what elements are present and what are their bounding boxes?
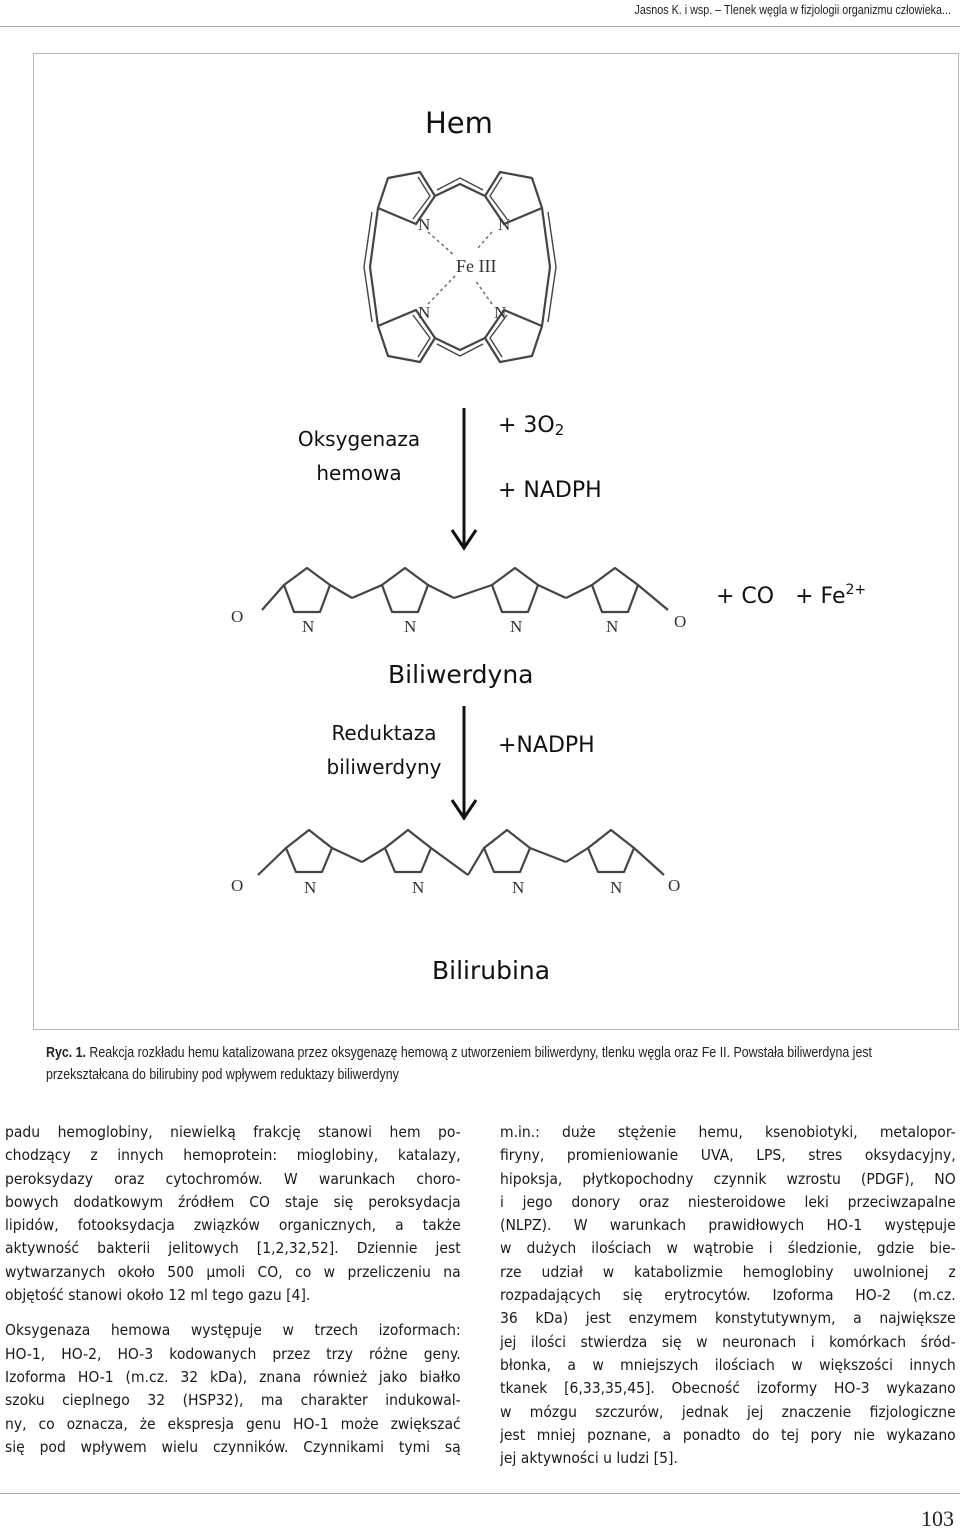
body-line: chodzący z innych hemoprotein: mioglobin… — [5, 1146, 461, 1165]
heme-structure — [363, 170, 557, 364]
paragraph-gap — [5, 1307, 461, 1319]
body-line: Oksygenaza hemowa występuje w trzech izo… — [5, 1321, 461, 1340]
figure-title-hem: Hem — [425, 106, 493, 140]
running-header: Jasnos K. i wsp. – Tlenek węgla w fizjol… — [634, 3, 951, 17]
biliverdin-n-label: N — [302, 617, 314, 636]
heme-n-label: N — [418, 215, 430, 234]
header-rule — [0, 26, 960, 27]
bilirubin-n-label: N — [412, 878, 424, 897]
body-line: bowych dodatkowym źródłem CO staje się p… — [5, 1192, 461, 1211]
body-line: rze udział w katabolizmie hemoglobiny uw… — [500, 1262, 956, 1281]
product-biliverdin-label: Biliwerdyna — [388, 660, 534, 689]
heme-n-label: N — [418, 303, 430, 322]
body-line: firyny, promieniowanie UVA, LPS, stres o… — [500, 1146, 956, 1165]
caption-line-2: przekształcana do bilirubiny pod wpływem… — [46, 1067, 399, 1083]
heme-atom-labels: N N N N Fe III — [418, 215, 510, 322]
body-line: Izoforma HO-1 (m.cz. 32 kDa), znana równ… — [5, 1367, 461, 1386]
arrow-2 — [450, 706, 478, 821]
footer-rule — [0, 1493, 960, 1494]
body-column-left: padu hemoglobiny, niewielką frakcję stan… — [5, 1121, 461, 1459]
biliverdin-n-label: N — [606, 617, 618, 636]
body-line: m.in.: duże stężenie hemu, ksenobiotyki,… — [500, 1123, 956, 1141]
body-line: padu hemoglobiny, niewielką frakcję stan… — [5, 1123, 461, 1141]
bilirubin-structure — [257, 828, 665, 876]
bilirubin-o-label: O — [668, 876, 680, 895]
heme-n-label: N — [494, 303, 506, 322]
body-line: peroksydazy oraz cytochromów. W warunkac… — [5, 1169, 461, 1188]
reagent-nadph-label: + NADPH — [498, 478, 602, 503]
heme-fe-label: Fe III — [456, 256, 496, 276]
page-number: 103 — [921, 1506, 954, 1531]
enzyme-biliverdin-reductase-label: Reduktaza biliwerdyny — [326, 721, 442, 779]
body-line: objętość stanowi około 12 ml tego gazu [… — [5, 1286, 311, 1305]
figure-frame — [33, 53, 959, 1030]
arrow-1 — [450, 408, 478, 551]
body-line: HO-1, HO-2, HO-3 kodowanych przez trzy r… — [5, 1344, 461, 1363]
body-line: hipoksja, płytkopochodny czynnik wzrostu… — [500, 1169, 956, 1188]
bilirubin-atom-labels: O N N N N O — [231, 876, 680, 897]
body-line: jest mniej poznane, a ponadto do tej por… — [500, 1425, 956, 1444]
caption-label: Ryc. 1. — [46, 1045, 86, 1061]
body-line: (NLPZ). W warunkach prawidłowych HO-1 wy… — [500, 1216, 956, 1235]
body-line: aktywność bakterii jelitowych [1,2,32,52… — [5, 1239, 461, 1258]
body-line: tkanek [6,33,35,45]. Obecność izoformy H… — [500, 1379, 956, 1398]
body-line: 36 kDa) jest enzymem konstytutywnym, a n… — [500, 1309, 956, 1328]
body-line: rozpadających się erytrocytów. Izoforma … — [500, 1286, 956, 1305]
byproducts-co-fe-label: + CO + Fe2+ — [716, 582, 867, 609]
bilirubin-n-label: N — [304, 878, 316, 897]
enzyme-heme-oxygenase-label: Oksygenaza hemowa — [297, 427, 421, 485]
body-line: w mózgu szczurów, jednak jej znaczenie f… — [500, 1402, 956, 1421]
body-line: się pod wpływem wielu czynników. Czynnik… — [5, 1437, 461, 1456]
biliverdin-atom-labels: O N N N N O — [231, 607, 686, 636]
biliverdin-n-label: N — [404, 617, 416, 636]
biliverdin-structure — [261, 566, 669, 614]
body-line: jej ilości stwierdza się w neuronach i k… — [500, 1332, 956, 1351]
body-line: lipidów, fotooksydacja związków organicz… — [5, 1216, 461, 1235]
figure-caption: Ryc. 1. Reakcja rozkładu hemu katalizowa… — [46, 1042, 910, 1086]
body-line: błonka, a w mniejszych ilościach w więks… — [500, 1355, 956, 1374]
biliverdin-o-label: O — [231, 607, 243, 626]
biliverdin-o-label: O — [674, 612, 686, 631]
product-bilirubin-label: Bilirubina — [432, 956, 551, 985]
body-line: i jego donory oraz niesteroidowe leki pr… — [500, 1192, 956, 1211]
body-line: szoku cieplnego 32 (HSP32), ma charakter… — [5, 1391, 461, 1410]
bilirubin-n-label: N — [512, 878, 524, 897]
body-column-right: m.in.: duże stężenie hemu, ksenobiotyki,… — [500, 1121, 956, 1470]
reagent-nadph-2-label: +NADPH — [498, 733, 595, 758]
reagent-oxygen-label: + 3O2 — [498, 413, 565, 439]
heme-n-label: N — [498, 215, 510, 234]
bilirubin-n-label: N — [610, 878, 622, 897]
biliverdin-n-label: N — [510, 617, 522, 636]
body-line: w dużych ilościach w wątrobie i śledzion… — [500, 1239, 956, 1258]
bilirubin-o-label: O — [231, 876, 243, 895]
caption-line-1: Reakcja rozkładu hemu katalizowana przez… — [85, 1045, 872, 1061]
body-line: ny, co oznacza, że ekspresja genu HO-1 m… — [5, 1414, 461, 1433]
body-line: wytwarzanych około 500 μmoli CO, co w pr… — [5, 1262, 461, 1281]
body-line: jej aktywności u ludzi [5]. — [500, 1449, 678, 1468]
